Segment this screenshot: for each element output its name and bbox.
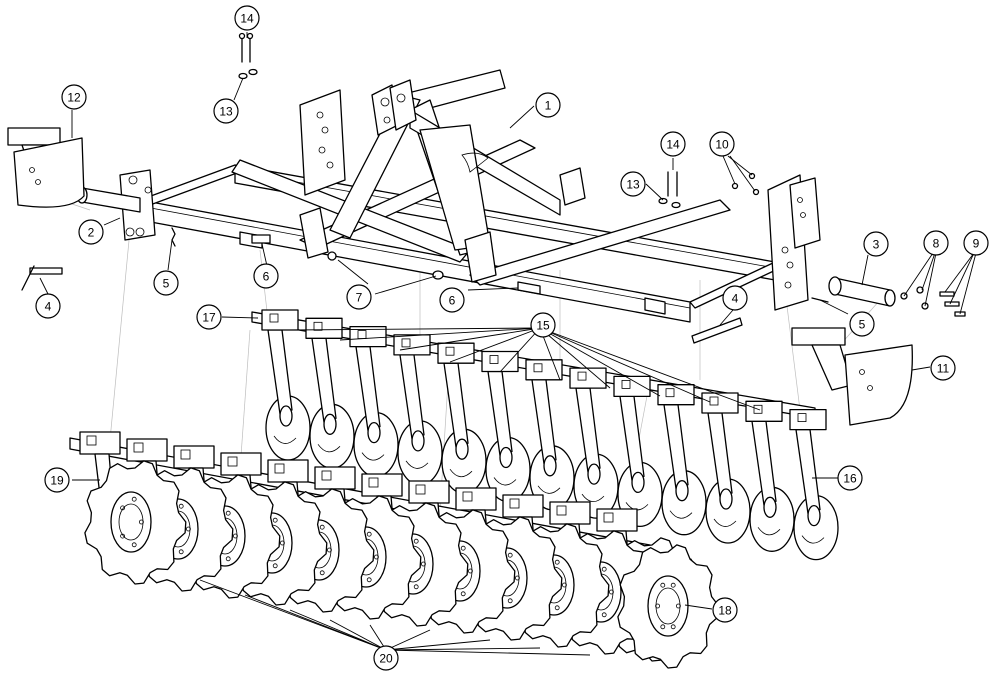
leader-15-line	[539, 327, 611, 389]
callout-c8: 8	[923, 230, 949, 256]
left-side-shield	[7, 127, 85, 208]
callout-number: 4	[45, 300, 52, 314]
callout-number: 19	[50, 474, 64, 488]
callout-c13a: 13	[213, 98, 239, 124]
front-gang-arm	[701, 392, 751, 544]
front-gang-arm	[525, 359, 575, 511]
front-gang-arm	[789, 408, 839, 561]
callout-c3: 3	[863, 231, 889, 257]
front-gang-arm	[261, 309, 311, 461]
callout-number: 13	[219, 105, 233, 119]
leader-15-line	[449, 327, 541, 363]
callout-number: 5	[163, 277, 170, 291]
lynch-pin-left	[21, 265, 63, 291]
callout-number: 13	[626, 178, 640, 192]
front-gang-arm	[481, 350, 531, 503]
front-gang-arm	[437, 342, 487, 494]
callout-c12: 12	[61, 84, 87, 110]
leader-20-line	[329, 619, 387, 651]
callout-number: 1	[545, 99, 552, 113]
leader-20-line	[289, 609, 387, 651]
front-gang-arm	[569, 367, 619, 519]
callout-c14a: 14	[234, 5, 260, 31]
callout-c5b: 5	[849, 311, 875, 337]
leader-20-line	[244, 594, 387, 651]
leader-fan-15	[289, 327, 761, 411]
callout-c13b: 13	[620, 171, 646, 197]
callout-number: 4	[732, 292, 739, 306]
callout-number: 10	[715, 138, 729, 152]
callout-c4b: 4	[722, 285, 748, 311]
leader-15-line	[289, 327, 541, 331]
callout-c19: 19	[44, 467, 70, 493]
leader-15-line	[499, 327, 541, 373]
leader-15-line	[539, 327, 711, 403]
leader-15-line	[539, 327, 661, 397]
rear-disc-gang	[69, 431, 720, 669]
lynch-pin-right	[691, 317, 743, 344]
leader-20-line	[385, 639, 491, 651]
main-frame	[119, 69, 821, 323]
callout-number: 8	[933, 237, 940, 251]
callout-number: 2	[88, 226, 95, 240]
callout-c18: 18	[712, 597, 738, 623]
small-hardware	[171, 227, 829, 303]
callout-c11: 11	[930, 355, 956, 381]
callout-number: 5	[859, 318, 866, 332]
callout-c10: 10	[709, 131, 735, 157]
callout-number: 12	[67, 91, 81, 105]
callout-number: 20	[379, 652, 393, 666]
leader-15-line	[539, 327, 761, 411]
callout-c17: 17	[196, 304, 222, 330]
callout-number: 15	[536, 319, 550, 333]
callout-c14b: 14	[660, 131, 686, 157]
front-gang-arm	[657, 384, 707, 536]
callout-number: 9	[973, 237, 980, 251]
callout-number: 14	[666, 138, 680, 152]
front-gang-arm	[393, 334, 443, 486]
callout-c7: 7	[346, 284, 372, 310]
leader-15-line	[399, 327, 541, 351]
rear-gang-disc	[79, 431, 187, 585]
callout-c15: 15	[530, 312, 556, 338]
callout-number: 11	[937, 362, 950, 376]
callout-c6b: 6	[439, 287, 465, 313]
front-gang-arm	[305, 317, 355, 469]
leader-20-line	[385, 649, 591, 656]
right-side-shield	[791, 327, 913, 426]
callout-c9: 9	[963, 230, 989, 256]
leader-fan-20	[199, 579, 591, 656]
callout-number: 18	[718, 604, 732, 618]
leader-lines	[39, 32, 977, 610]
callout-c1: 1	[535, 92, 561, 118]
callout-c2: 2	[78, 219, 104, 245]
front-gang-arm	[349, 325, 399, 478]
leader-20-line	[385, 647, 541, 651]
callout-number: 6	[449, 294, 456, 308]
callout-c5a: 5	[153, 270, 179, 296]
callout-number: 16	[843, 472, 857, 486]
callout-number: 14	[240, 12, 254, 26]
callout-number: 3	[873, 238, 880, 252]
callout-c4a: 4	[35, 293, 61, 319]
bolts-and-nuts	[238, 32, 966, 317]
end-disc	[617, 544, 720, 669]
callout-number: 17	[202, 311, 216, 325]
callout-number: 6	[263, 270, 270, 284]
front-gang-arm	[745, 400, 795, 552]
leader-15-line	[339, 327, 541, 341]
callout-c20: 20	[373, 645, 399, 671]
front-gang-arm	[613, 375, 663, 528]
callout-c6a: 6	[253, 263, 279, 289]
leader-20-line	[385, 629, 431, 651]
callout-number: 7	[356, 291, 363, 305]
callout-c16: 16	[837, 465, 863, 491]
right-end-bar	[828, 276, 896, 307]
